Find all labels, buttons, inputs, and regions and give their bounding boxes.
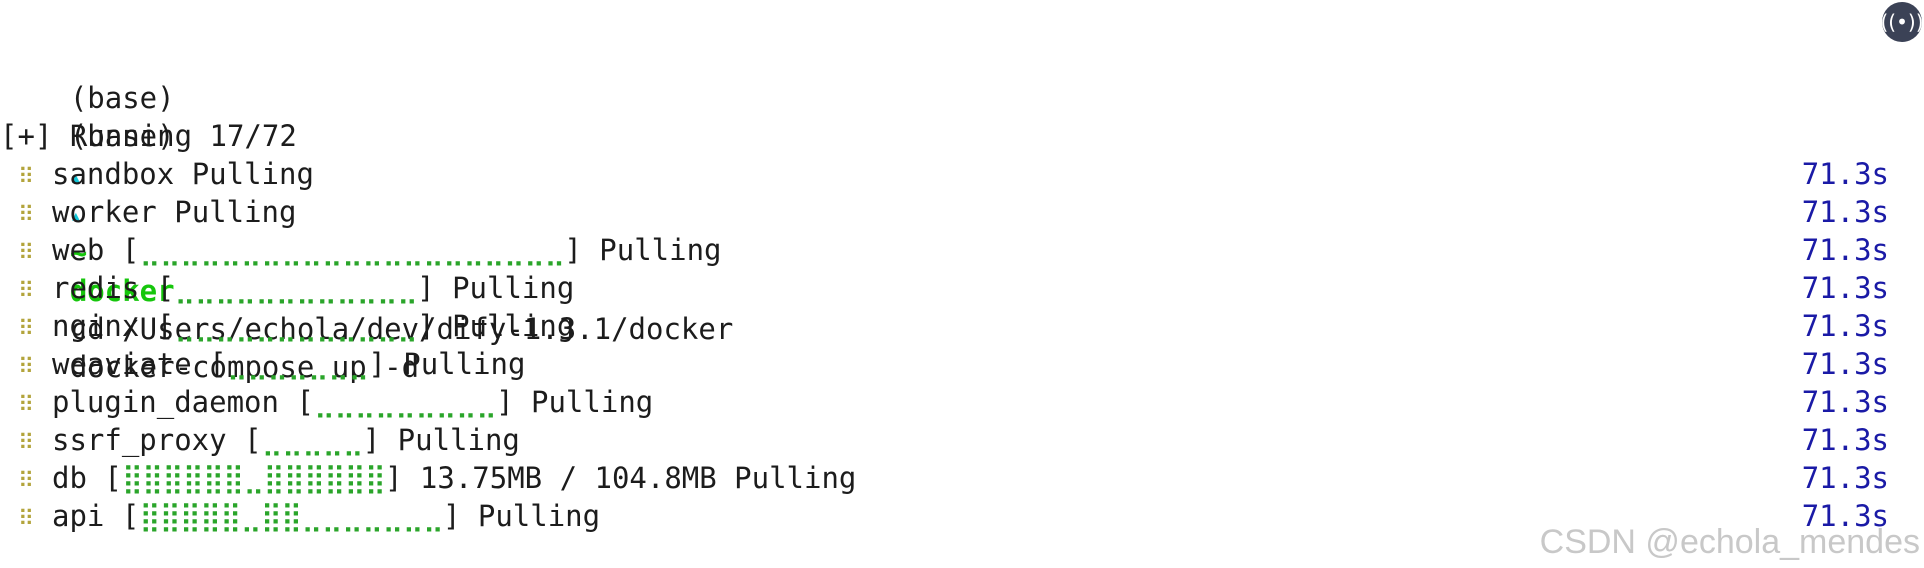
spinner-icon: ⠿ bbox=[18, 203, 35, 228]
service-row: ⠿ worker Pulling 71.3s bbox=[0, 193, 1924, 231]
progress-bar: ⣀⣀⣀⣀⣀⣀⣀⣀⣀ bbox=[313, 385, 497, 419]
terminal-output: (base) ▴ ~ cd /Users/echola/dev/dify-1.3… bbox=[0, 41, 1924, 535]
service-name: worker bbox=[52, 195, 157, 229]
service-status: Pulling bbox=[477, 499, 601, 533]
elapsed-time: 71.3s bbox=[1801, 157, 1889, 191]
elapsed-time: 71.3s bbox=[1801, 271, 1889, 305]
service-status: Pulling bbox=[174, 195, 297, 229]
status-line: [+] Running 17/72 bbox=[0, 119, 297, 153]
elapsed-time: 71.3s bbox=[1801, 499, 1889, 533]
spinner-icon: ⠿ bbox=[18, 507, 35, 532]
spinner-icon: ⠿ bbox=[18, 355, 35, 380]
progress-bar: ⣿⣿⣿⣿⣿⣀⣿⣿⣀⣀⣀⣀⣀⣀⣀ bbox=[139, 499, 444, 533]
service-row: ⠿ sandbox Pulling 71.3s bbox=[0, 155, 1924, 193]
progress-bar: ⣀⣀⣀⣀⣀⣀⣀⣀⣀⣀⣀⣀ bbox=[174, 271, 418, 305]
progress-bar: ⣀⣀⣀⣀⣀⣀⣀⣀⣀⣀⣀⣀⣀⣀⣀⣀⣀⣀⣀⣀⣀ bbox=[139, 233, 565, 267]
service-name: db bbox=[52, 461, 87, 495]
service-name: weaviate bbox=[52, 347, 192, 381]
service-name: ssrf_proxy bbox=[52, 423, 227, 457]
elapsed-time: 71.3s bbox=[1801, 385, 1889, 419]
service-status: Pulling bbox=[403, 347, 526, 381]
prompt-command: cd /Users/echola/dev/dify-1.3.1/docker bbox=[69, 312, 734, 346]
elapsed-time: 71.3s bbox=[1801, 423, 1889, 457]
progress-bar: ⣀⣀⣀⣀⣀⣀⣀⣀⣀⣀⣀⣀ bbox=[174, 309, 418, 343]
elapsed-time: 71.3s bbox=[1801, 461, 1889, 495]
service-list: ⠿ sandbox Pulling 71.3s ⠿ worker Pulling 71.3… bbox=[0, 155, 1924, 535]
progress-bar: ⣿⣿⣿⣿⣿⣿⣀⣿⣿⣿⣿⣿⣿ bbox=[121, 461, 386, 495]
prompt-dir: ~ bbox=[69, 236, 88, 270]
progress-bar: ⣀⣀⣀⣀⣀⣀⣀ bbox=[226, 347, 370, 381]
prompt-command: docker-compose up -d bbox=[69, 350, 420, 384]
service-name: redis bbox=[52, 271, 140, 305]
elapsed-time: 71.3s bbox=[1801, 347, 1889, 381]
service-name: sandbox bbox=[52, 157, 175, 191]
service-row: ⠿db [⣿⣿⣿⣿⣿⣿⣀⣿⣿⣿⣿⣿⣿] 13.75MB / 104.8MB Pu… bbox=[0, 459, 1924, 497]
service-name: web bbox=[52, 233, 105, 267]
spinner-icon: ⠿ bbox=[18, 279, 35, 304]
service-status: 13.75MB / 104.8MB Pulling bbox=[419, 461, 857, 495]
spinner-icon: ⠿ bbox=[18, 431, 35, 456]
spinner-icon: ⠿ bbox=[18, 241, 35, 266]
prompt-dir: docker bbox=[69, 274, 175, 308]
spinner-icon: ⠿ bbox=[18, 393, 35, 418]
service-status: Pulling bbox=[191, 157, 314, 191]
watermark: CSDN @echola_mendes bbox=[1539, 523, 1920, 561]
service-status: Pulling bbox=[397, 423, 520, 457]
service-status: Pulling bbox=[531, 385, 654, 419]
prompt-env: (base) bbox=[69, 81, 175, 115]
spinner-icon: ⠿ bbox=[18, 317, 35, 342]
service-status: Pulling bbox=[599, 233, 722, 267]
spinner-icon: ⠿ bbox=[18, 469, 35, 494]
service-name: plugin_daemon bbox=[52, 385, 279, 419]
prompt-env: (base) bbox=[69, 119, 175, 153]
service-status: Pulling bbox=[452, 309, 575, 343]
elapsed-time: 71.3s bbox=[1801, 195, 1889, 229]
spinner-icon: ⠿ bbox=[18, 165, 35, 190]
broadcast-icon[interactable]: ((•)) bbox=[1881, 2, 1924, 42]
elapsed-time: 71.3s bbox=[1801, 309, 1889, 343]
service-status: Pulling bbox=[452, 271, 575, 305]
service-name: nginx bbox=[52, 309, 140, 343]
prompt-line: (base) ▴ docker docker-compose up -d bbox=[0, 79, 1924, 384]
elapsed-time: 71.3s bbox=[1801, 233, 1889, 267]
prompt-line: (base) ▴ ~ cd /Users/echola/dev/dify-1.3… bbox=[0, 41, 1924, 346]
progress-bar: ⣀⣀⣀⣀⣀ bbox=[261, 423, 364, 457]
service-name: api bbox=[52, 499, 105, 533]
prompt-arrow-icon: ▴ bbox=[69, 165, 82, 189]
prompt-arrow-icon: ▴ bbox=[69, 203, 82, 227]
